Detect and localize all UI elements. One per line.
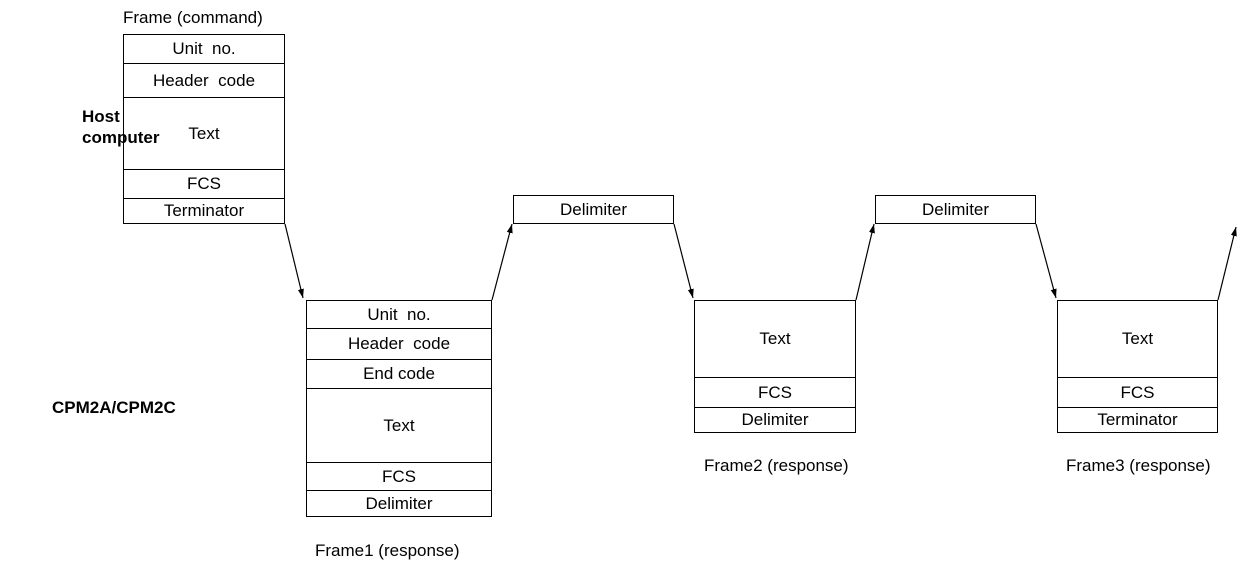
frame-command-text: Text (124, 97, 284, 169)
delimiter-1-label: Delimiter (559, 199, 628, 219)
frame1-response-caption: Frame1 (response) (315, 541, 460, 560)
frame1-response-box: Unit no. Header code End code Text FCS D… (306, 300, 492, 517)
frame3-terminator: Terminator (1058, 407, 1217, 432)
frame2-text: Text (759, 329, 791, 348)
frame1-fcs: FCS (307, 462, 491, 490)
arrow-frame3-out (1217, 226, 1237, 301)
frame-command-header-code: Header code (124, 63, 284, 97)
arrow-delimiter1-to-frame2 (673, 223, 694, 299)
frame1-text: Text (307, 388, 491, 462)
delimiter-2-label: Delimiter (921, 199, 990, 219)
host-computer-label: Host computer (82, 107, 160, 147)
arrow-frame2-to-delimiter2 (855, 223, 875, 301)
frame3-fcs: FCS (1058, 377, 1217, 407)
frame-command-caption: Frame (command) (123, 8, 263, 27)
frame-command-terminator: Terminator (124, 198, 284, 223)
frame1-unit-no: Unit no. (367, 304, 431, 324)
arrow-frame1-to-delimiter1 (491, 223, 513, 301)
arrow-command-to-frame1 (284, 223, 304, 299)
frame3-text: Text (1121, 329, 1154, 348)
frame2-response-box: Text FCS Delimiter (694, 300, 856, 433)
frame-command-box: Unit no. Header code Text FCS Terminator (123, 34, 285, 224)
frame-command-unit-no: Unit no. (172, 39, 236, 58)
frame-command-fcs: FCS (124, 169, 284, 198)
frame1-end-code: End code (307, 359, 491, 388)
delimiter-box-2: Delimiter (875, 195, 1036, 224)
frame2-delimiter: Delimiter (695, 407, 855, 432)
delimiter-box-1: Delimiter (513, 195, 674, 224)
frame1-delimiter: Delimiter (307, 490, 491, 516)
frame3-response-box: Text FCS Terminator (1057, 300, 1218, 433)
frame3-response-caption: Frame3 (response) (1066, 456, 1211, 475)
arrow-delimiter2-to-frame3 (1035, 223, 1057, 299)
frame1-header-code: Header code (307, 328, 491, 359)
frame2-response-caption: Frame2 (response) (704, 456, 849, 475)
frame2-fcs: FCS (695, 377, 855, 407)
cpm2a-cpm2c-label: CPM2A/CPM2C (52, 398, 176, 417)
